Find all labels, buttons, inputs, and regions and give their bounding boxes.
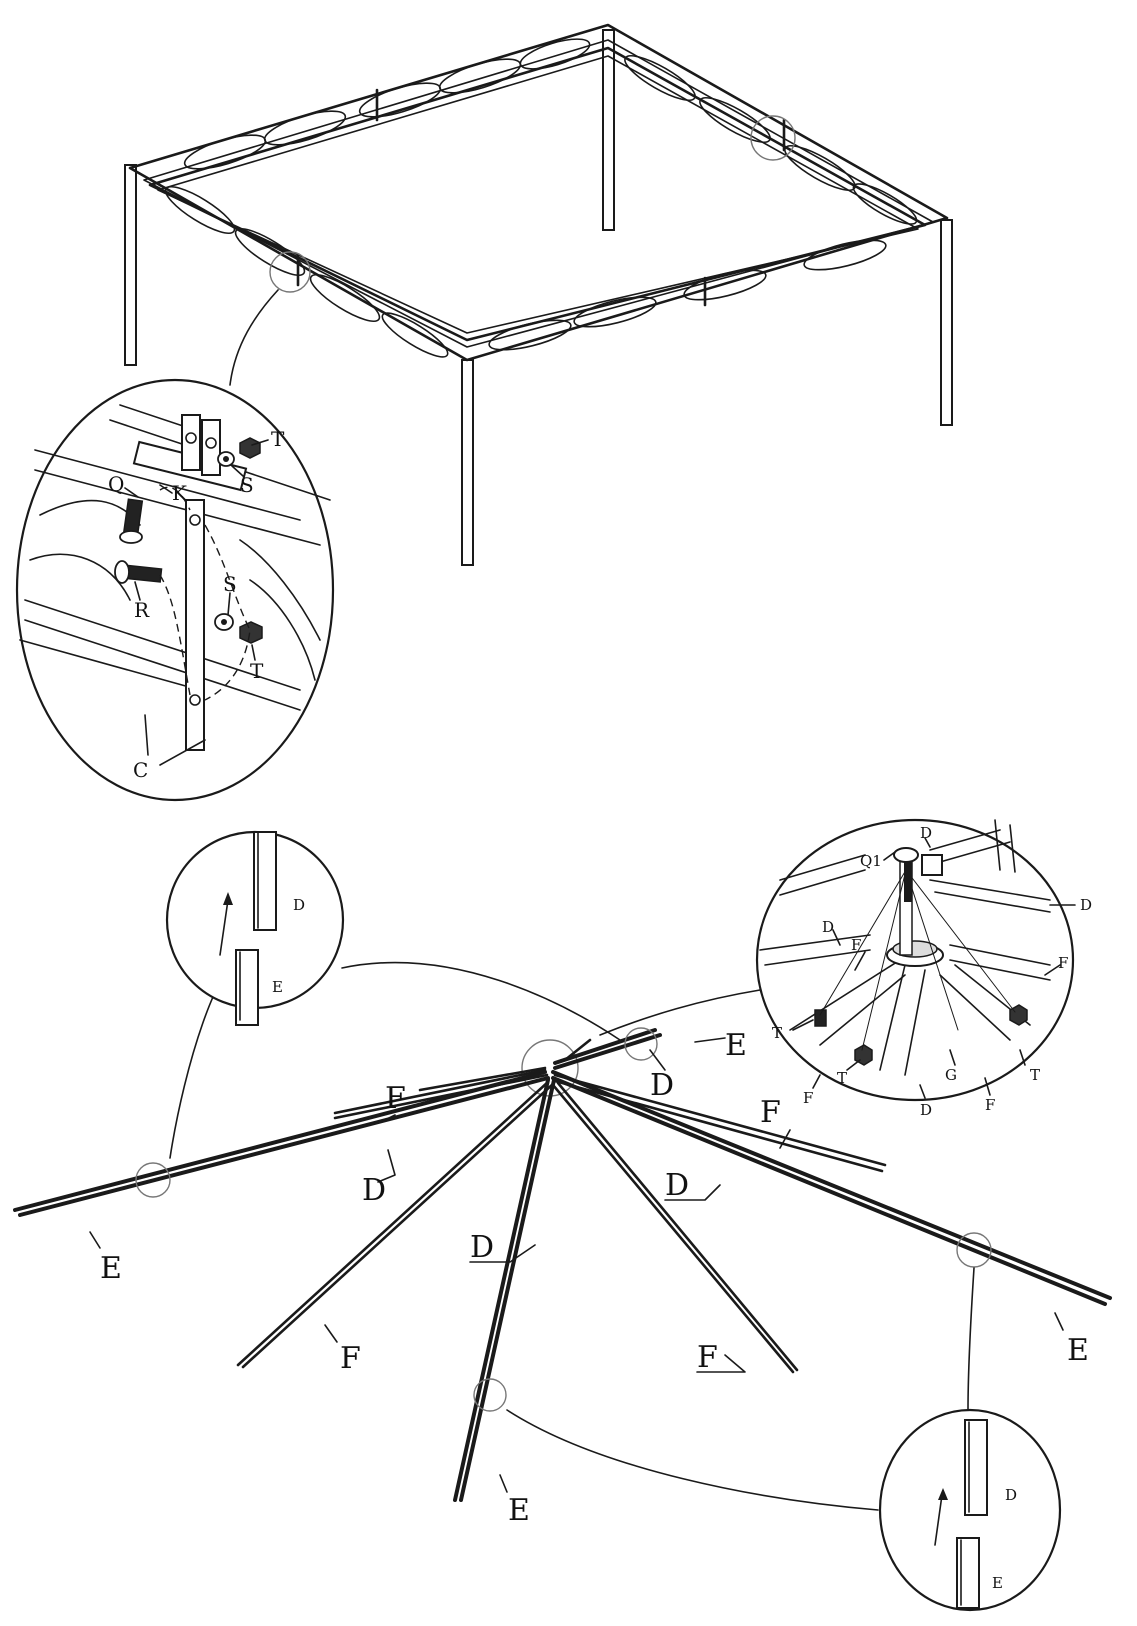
beam-decoration (164, 38, 918, 358)
label-e: E (725, 1028, 747, 1063)
nut-t-lower (239, 621, 263, 644)
label-d: D (470, 1230, 494, 1265)
label-t: T (837, 1069, 847, 1087)
label-d: D (665, 1168, 689, 1203)
label-c: C (133, 758, 148, 782)
gazebo-beams (128, 23, 949, 362)
label-d: D (822, 918, 834, 936)
label-d: D (362, 1173, 386, 1208)
joint-detail-bubble-left: D E (165, 830, 621, 1159)
label-g: G (945, 1066, 957, 1084)
label-f: F (1058, 954, 1068, 972)
label-t: T (250, 659, 264, 683)
beam-joint (296, 88, 786, 307)
label-d: D (920, 824, 932, 842)
label-r: R (134, 598, 150, 622)
label-d: D (293, 896, 305, 914)
joint-detail-bubble-right: D E (506, 1267, 1062, 1612)
roof-spokes: E E E E D F D F D D F F (13, 1027, 1112, 1528)
gazebo-leg (124, 164, 137, 366)
label-f: F (340, 1341, 361, 1376)
label-d: D (920, 1101, 932, 1119)
detail-highlight-circle (750, 115, 796, 161)
nut-t-upper (239, 437, 261, 459)
gazebo-frame (124, 23, 953, 566)
joint-highlight-circle (956, 1232, 992, 1268)
label-t: T (772, 1024, 782, 1042)
label-e: E (508, 1493, 530, 1528)
label-d: D (650, 1068, 674, 1103)
bracket-plate (132, 414, 248, 751)
label-s: S (240, 473, 254, 497)
label-e: E (1067, 1333, 1089, 1368)
label-q: Q (108, 472, 124, 496)
label-f: F (851, 936, 861, 954)
bracket-detail-bubble: T S K Q R S T C (15, 378, 335, 802)
label-s: S (223, 572, 237, 596)
gazebo-leg (602, 29, 615, 231)
label-f: F (385, 1081, 406, 1116)
label-q1: Q1 (860, 852, 882, 870)
gazebo-leg (940, 219, 953, 426)
label-f: F (985, 1096, 995, 1114)
bolt-r (114, 560, 163, 584)
joint-highlight-circle (624, 1027, 658, 1061)
label-f: F (803, 1089, 813, 1107)
hub-detail-bubble: Q1 D D D F F T T G T F F D (599, 818, 1092, 1119)
label-f: F (697, 1340, 718, 1375)
label-e: E (272, 978, 283, 996)
label-k: K (172, 481, 188, 505)
gazebo-leg (461, 359, 474, 566)
bolt-q (119, 498, 144, 544)
joint-highlight-circle (135, 1162, 171, 1198)
label-t: T (1030, 1066, 1040, 1084)
detail-highlight-circle (269, 251, 311, 293)
washer-s-upper (217, 451, 235, 467)
label-t: T (271, 427, 285, 451)
washer-s-lower (214, 613, 234, 631)
label-d: D (1080, 896, 1092, 914)
label-e: E (992, 1574, 1003, 1592)
label-d: D (1005, 1486, 1017, 1504)
label-e: E (100, 1251, 122, 1286)
joint-highlight-circle (473, 1378, 507, 1412)
label-f: F (760, 1095, 781, 1130)
